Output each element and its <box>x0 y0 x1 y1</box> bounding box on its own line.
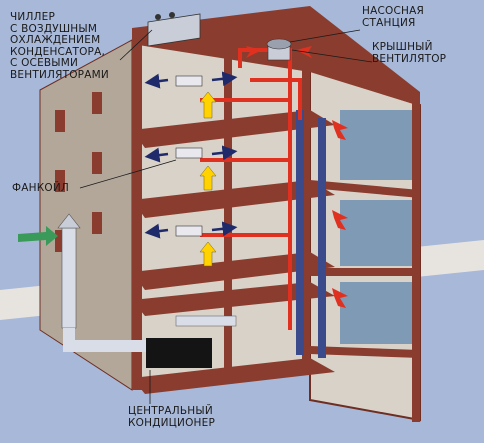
bathroom-wall <box>340 282 412 344</box>
facade-window <box>55 170 65 192</box>
tower-slab <box>310 346 420 358</box>
fancoil-label: ФАНКОЙЛ <box>12 182 69 194</box>
roof-fan-label: КРЫШНЫЙ ВЕНТИЛЯТОР <box>372 41 447 65</box>
tower-slabs <box>310 180 420 358</box>
chiller-fan-icon <box>155 14 161 20</box>
air-arrow <box>211 71 238 87</box>
floor-slab <box>132 180 335 218</box>
chiller-body <box>147 13 201 47</box>
central-ac-unit <box>146 315 237 368</box>
tower-slab <box>310 180 420 198</box>
supply-air-arrows <box>144 71 238 239</box>
facade-windows <box>55 92 102 252</box>
column <box>132 40 142 390</box>
air-arrow <box>332 120 348 140</box>
fancoil-unit <box>175 225 203 237</box>
left-facade <box>39 39 133 391</box>
duct-riser <box>296 110 304 355</box>
air-arrow <box>199 165 217 191</box>
intake-cap <box>57 213 81 229</box>
chiller-label: ЧИЛЛЕР С ВОЗДУШНЫМ ОХЛАЖДЕНИЕМ КОНДЕНСАТ… <box>10 11 109 81</box>
fresh-air-arrow <box>18 226 58 246</box>
intake-shaft <box>61 227 77 329</box>
vertical-ducts <box>296 110 326 358</box>
columns <box>132 18 420 422</box>
bathroom-wall <box>340 200 412 266</box>
facade-window <box>55 110 65 132</box>
column <box>302 18 310 363</box>
chiller-fan-icon <box>169 12 175 18</box>
callout-line <box>119 29 153 61</box>
callout-line <box>79 159 177 189</box>
chiller-unit <box>147 12 201 47</box>
column <box>412 92 420 422</box>
callout-line <box>291 49 373 63</box>
pipe <box>238 48 292 330</box>
air-arrow <box>144 147 169 163</box>
callout-lines <box>79 29 373 404</box>
air-arrow <box>211 221 238 237</box>
fancoil-unit <box>175 75 203 87</box>
bathroom-wall <box>340 110 412 180</box>
facade-window <box>92 212 102 234</box>
air-arrow <box>144 73 169 89</box>
duct-riser <box>318 118 326 358</box>
fancoil-unit <box>175 147 203 159</box>
floor-slab <box>132 110 335 148</box>
pipe <box>250 78 302 120</box>
intake-duct <box>63 328 146 352</box>
bathroom-tiles <box>340 110 412 344</box>
water-pipes <box>200 48 302 330</box>
bathroom-exhaust-arrows <box>332 120 348 308</box>
central-ac-body <box>146 338 212 368</box>
fancoils <box>175 75 203 237</box>
pump-station-label: НАСОСНАЯ СТАНЦИЯ <box>362 5 424 29</box>
air-arrow <box>332 210 348 230</box>
air-arrow <box>199 241 217 267</box>
return-air-arrows <box>199 91 217 267</box>
air-arrow <box>199 91 217 119</box>
air-arrow <box>246 46 262 58</box>
tower-slab <box>310 268 420 276</box>
roof-fan <box>266 38 292 61</box>
facade-window <box>55 230 65 252</box>
floor-slab <box>132 282 335 316</box>
floor-slab <box>132 252 335 290</box>
air-arrow <box>211 145 238 161</box>
supply-duct <box>175 315 237 327</box>
facade-window <box>92 152 102 174</box>
air-arrow <box>332 288 348 308</box>
fresh-air-intake <box>18 213 146 352</box>
facade-window <box>92 92 102 114</box>
floor-slabs <box>132 110 335 394</box>
callout-line <box>289 29 361 43</box>
air-arrow <box>144 223 169 239</box>
central-ac-label: ЦЕНТРАЛЬНЫЙ КОНДИЦИОНЕР <box>128 405 216 429</box>
roof-fan-cap <box>266 38 292 50</box>
floor-slab <box>132 358 335 394</box>
column <box>224 30 232 375</box>
